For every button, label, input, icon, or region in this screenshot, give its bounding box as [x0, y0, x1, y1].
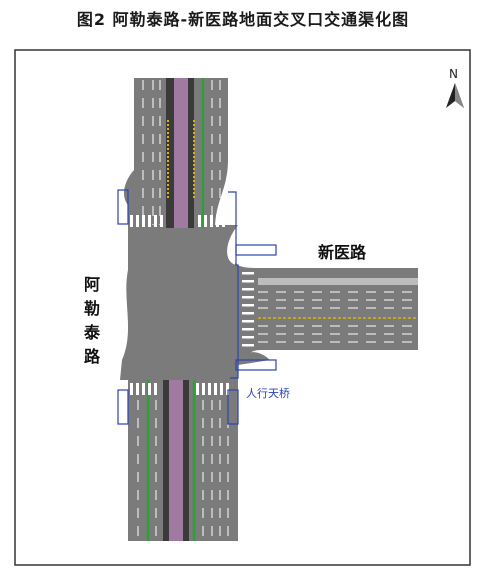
- road-label-east: 新医路: [318, 243, 367, 262]
- figure-frame: [14, 49, 471, 566]
- figure-title: 图2 阿勒泰路-新医路地面交叉口交通渠化图: [76, 10, 410, 29]
- south-median-2: [183, 380, 189, 541]
- north-arm-markings: [130, 78, 225, 228]
- north-label: N: [449, 67, 458, 81]
- south-arm-markings: [130, 380, 229, 541]
- road-label-west: 阿 勒 泰 路: [83, 275, 101, 366]
- north-arrow-icon: [446, 83, 464, 108]
- south-bus-lane: [169, 380, 183, 541]
- pedestrian-bridge: [117, 189, 277, 425]
- road-label-west-char: 路: [84, 347, 101, 366]
- pedestrian-bridge-label: 人行天桥: [246, 387, 290, 400]
- road-label-west-char: 阿: [84, 275, 100, 294]
- south-median: [163, 380, 169, 541]
- north-median: [166, 78, 174, 228]
- road-label-west-char: 泰: [83, 323, 101, 342]
- road-label-west-char: 勒: [84, 299, 100, 318]
- east-hatched-median: [258, 278, 418, 285]
- north-bus-lane: [174, 78, 188, 228]
- east-arm-markings: [242, 272, 418, 347]
- north-median-2: [188, 78, 194, 228]
